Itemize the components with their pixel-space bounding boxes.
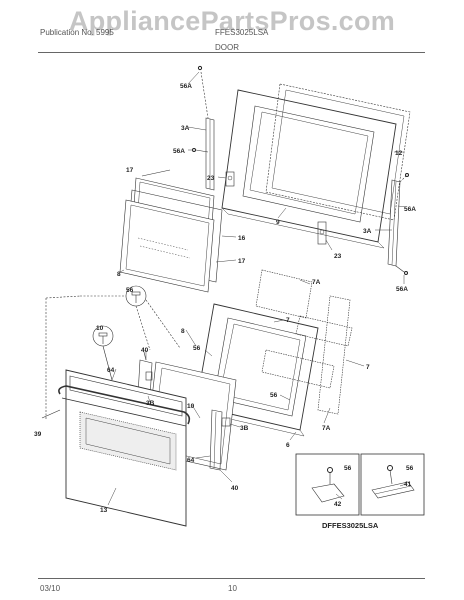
header-model: FFES3025LSA [215,28,269,37]
model-code-label: DFFES3025LSA [322,521,379,530]
header-rule [38,52,425,53]
callout-10-circle: 10 [96,325,104,332]
callout-17-top: 17 [126,167,134,174]
callout-42-inset: 42 [334,501,342,508]
callout-23-left: 23 [207,175,215,182]
callout-23-right: 23 [334,253,342,260]
callout-39: 39 [34,431,42,438]
callout-56-right: 56 [270,392,278,399]
callout-56-inset-2: 56 [406,465,414,472]
section-title: DOOR [215,43,239,52]
right-hinge-channel [317,173,409,275]
callout-3a-right: 3A [363,228,372,235]
door-gasket [265,83,411,221]
callout-16: 16 [238,235,246,242]
footer-date: 03/10 [40,584,61,593]
callout-56a-left: 56A [173,148,185,155]
footer-page-number: 10 [228,584,237,593]
outer-door-panel [65,369,187,527]
callout-7-top: 7 [286,317,290,324]
inset-box-42 [295,453,360,516]
callout-7-right: 7 [366,364,370,371]
callout-3b-left: 3B [146,400,155,407]
callout-56a-right: 56A [404,206,416,213]
screw-detail-10 [92,325,114,381]
callout-17-bottom: 17 [238,258,246,265]
callout-64-left: 64 [107,367,115,374]
callout-10-mid: 10 [187,403,195,410]
callout-41-inset: 41 [404,481,412,488]
callout-3a-left: 3A [181,125,190,132]
callout-56-inset: 56 [344,465,352,472]
door-handle [41,295,191,427]
callout-40-top: 40 [141,347,149,354]
callout-7a-bottom: 7A [322,425,331,432]
callout-13: 13 [100,507,108,514]
inner-door-frame [221,89,397,249]
callout-7a-top: 7A [312,279,321,286]
callout-56-mid: 56 [193,345,201,352]
header-publication: Publication No. 5995 [40,28,114,37]
insulation-pads [255,269,353,415]
footer-rule [38,578,425,579]
callout-3b-right: 3B [240,425,249,432]
watermark: AppliancePartsPros.com [68,6,396,36]
callout-56a-right-bottom: 56A [396,286,408,293]
callout-56a-top: 56A [180,83,192,90]
door-glass-pack [119,169,223,293]
callout-6: 6 [286,442,290,449]
left-hinge-channel [192,65,235,191]
callout-56-top: 56 [126,287,134,294]
callout-8-panel: 8 [181,328,185,335]
callout-12: 12 [395,150,403,157]
leader-lines [107,71,407,506]
callout-9: 9 [276,219,280,226]
callout-8-glass: 8 [117,271,121,278]
inset-box-41 [360,453,425,516]
callout-labels: 56A 3A 56A 12 23 9 17 16 17 8 56A 3A 23 … [34,83,416,514]
screw-detail-56 [80,285,181,351]
callout-40-bottom: 40 [231,485,239,492]
callout-64-bottom: 64 [187,457,195,464]
